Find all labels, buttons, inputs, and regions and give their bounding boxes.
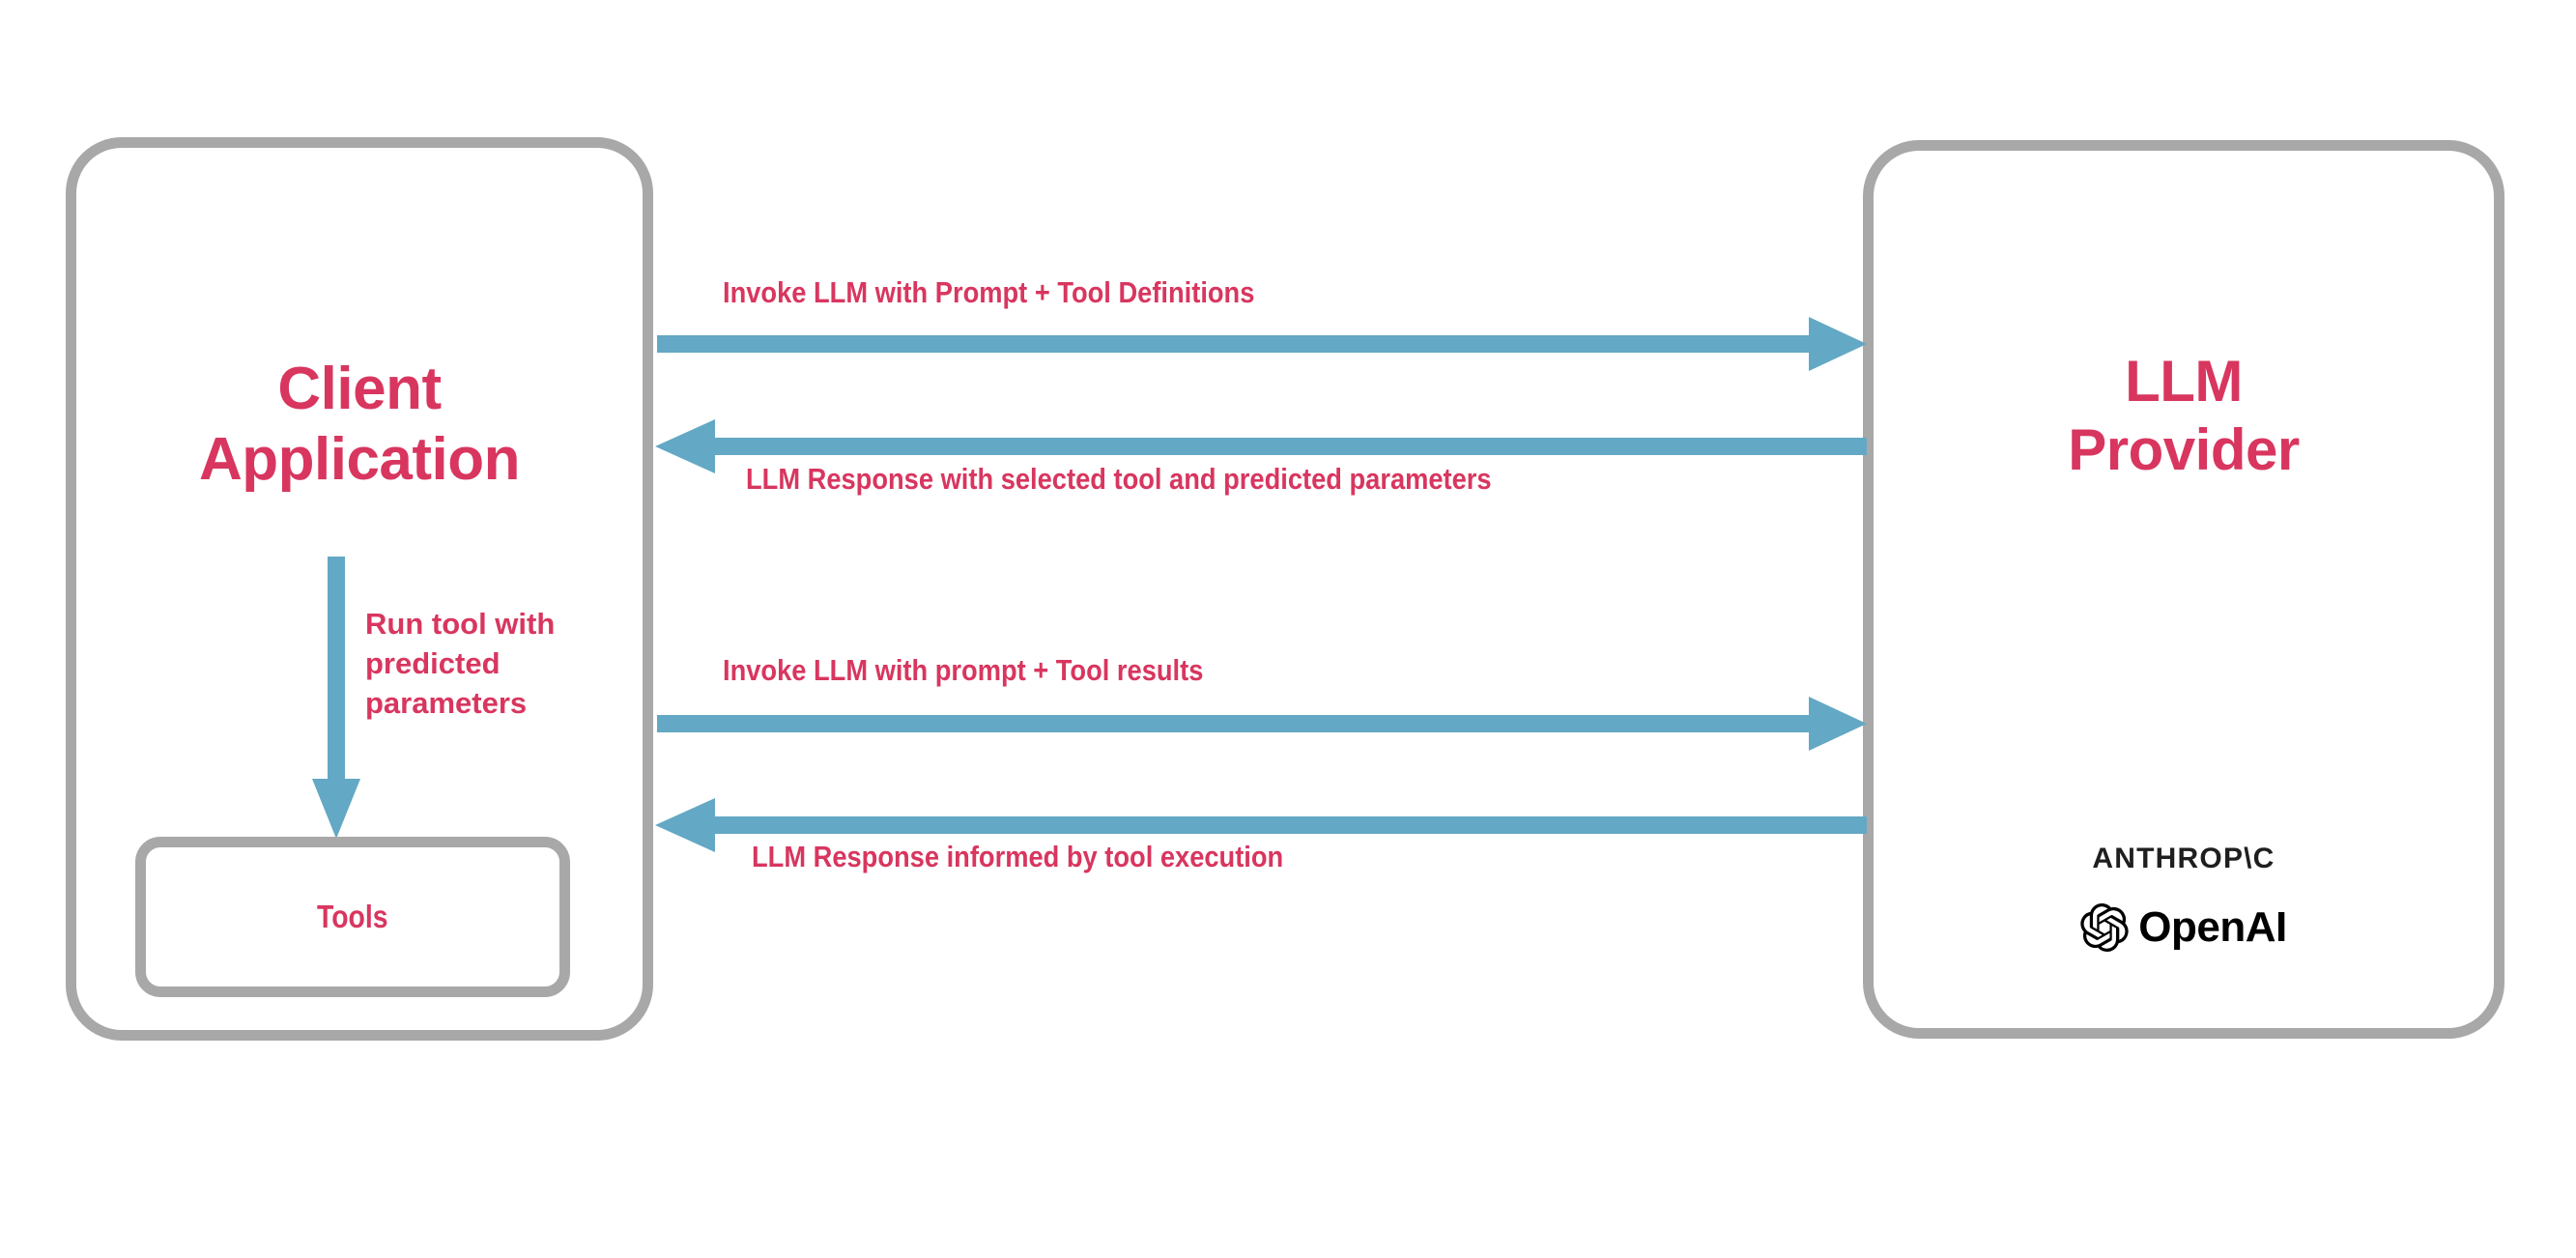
- openai-mark-icon: [2080, 903, 2129, 952]
- arrow-llm-response-1: [655, 417, 1867, 475]
- llm-provider-box: [1863, 140, 2504, 1039]
- openai-logo: OpenAI: [1863, 903, 2504, 952]
- arrow-label-llm-response-2: LLM Response informed by tool execution: [752, 840, 1284, 873]
- arrow-invoke-llm-1: [657, 315, 1867, 373]
- arrow-invoke-llm-2: [657, 695, 1867, 753]
- tools-box[interactable]: Tools: [135, 837, 570, 997]
- llm-provider-title: LLM Provider: [2068, 349, 2300, 482]
- client-application-title: Client Application: [198, 356, 521, 494]
- arrow-label-invoke-llm-1: Invoke LLM with Prompt + Tool Definition…: [723, 275, 1255, 309]
- arrow-label-llm-response-1: LLM Response with selected tool and pred…: [746, 462, 1492, 496]
- openai-wordmark: OpenAI: [2138, 903, 2287, 951]
- run-tool-arrow: [307, 557, 365, 843]
- tools-label: Tools: [317, 899, 388, 934]
- run-tool-label: Run tool with predicted parameters: [365, 607, 556, 720]
- anthropic-logo: ANTHROP\C: [2092, 843, 2275, 874]
- arrow-label-invoke-llm-2: Invoke LLM with prompt + Tool results: [723, 653, 1204, 687]
- arrow-llm-response-2: [655, 796, 1867, 854]
